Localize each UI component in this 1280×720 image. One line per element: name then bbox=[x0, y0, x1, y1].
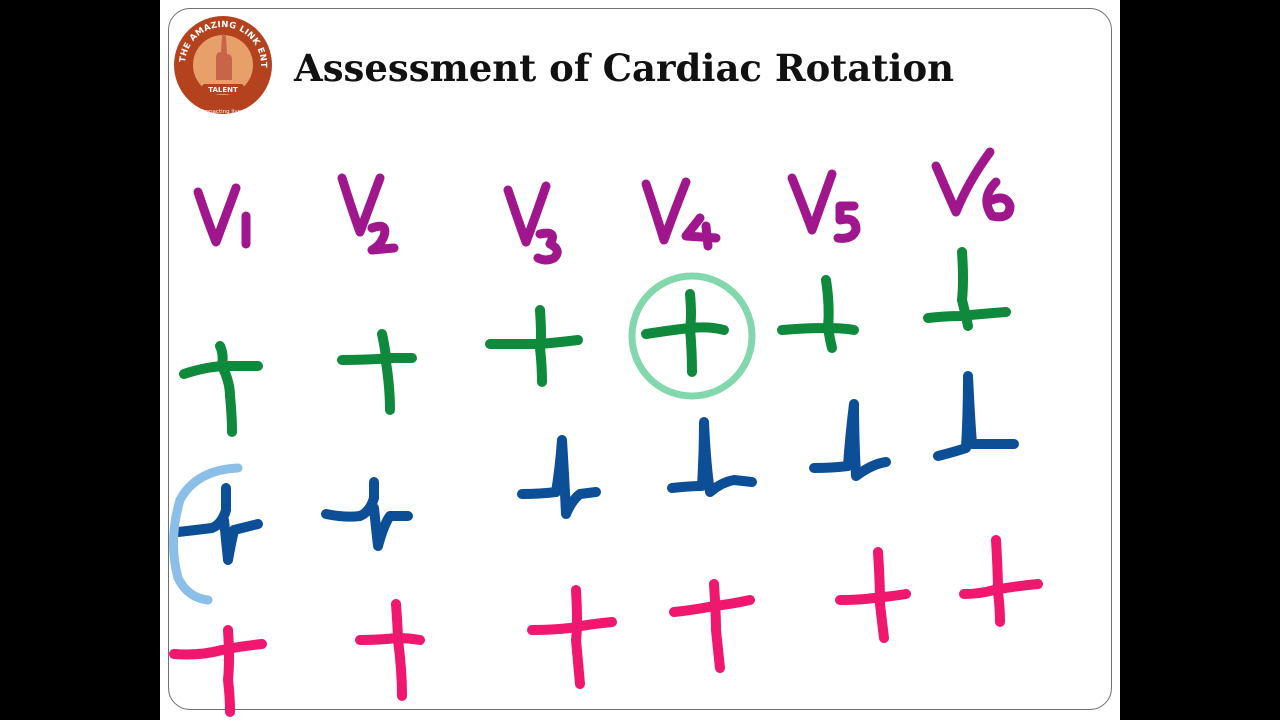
row-3-complexes bbox=[169, 535, 1043, 717]
slide-title: Assessment of Cardiac Rotation bbox=[294, 46, 955, 90]
complex-v1-row1 bbox=[179, 341, 263, 437]
complex-v2-row1 bbox=[337, 329, 417, 415]
lead-label-v4 bbox=[641, 177, 721, 251]
row-1-complexes bbox=[179, 247, 1011, 437]
complex-v4-row3 bbox=[669, 579, 755, 673]
complex-v5-row1 bbox=[777, 275, 859, 353]
complex-v4-row2 bbox=[667, 417, 757, 497]
slide: THE AMAZING LINK ENTREPRENEURS TALENT Im… bbox=[160, 0, 1120, 720]
complex-v5-row2 bbox=[809, 399, 891, 481]
complex-v1-row2 bbox=[173, 483, 263, 565]
complex-v2-row2 bbox=[321, 477, 413, 551]
slide-border bbox=[168, 8, 1112, 710]
complex-v6-row3 bbox=[959, 535, 1043, 627]
v1-highlight-bracket bbox=[168, 463, 243, 605]
complex-v5-row3 bbox=[835, 547, 911, 643]
complex-v1-row3 bbox=[169, 625, 267, 717]
lead-label-v5 bbox=[787, 169, 861, 243]
complex-v3-row3 bbox=[527, 585, 617, 689]
complex-v6-row1 bbox=[923, 247, 1011, 331]
row-2-complexes bbox=[173, 371, 1019, 565]
lead-label-v6 bbox=[931, 147, 1015, 222]
logo-emblem-icon: THE AMAZING LINK ENTREPRENEURS TALENT Im… bbox=[168, 7, 272, 115]
complex-v3-row1 bbox=[485, 305, 583, 387]
complex-v3-row2 bbox=[517, 435, 601, 519]
talent-logo: THE AMAZING LINK ENTREPRENEURS TALENT Im… bbox=[168, 7, 274, 116]
logo-tagline: Impacting lives bbox=[202, 109, 244, 115]
v4-highlight-circle bbox=[628, 272, 756, 400]
lead-labels bbox=[193, 147, 1015, 265]
complex-v4-row1 bbox=[641, 289, 729, 377]
logo-hand-icon bbox=[216, 34, 232, 80]
lead-drawing bbox=[168, 147, 1043, 717]
logo-talent-text: TALENT bbox=[208, 86, 238, 94]
lead-label-v1 bbox=[193, 183, 251, 249]
lead-label-v3 bbox=[503, 181, 562, 265]
complex-v6-row2 bbox=[933, 371, 1019, 461]
lead-label-v2 bbox=[337, 173, 399, 255]
complex-v2-row3 bbox=[355, 599, 425, 701]
